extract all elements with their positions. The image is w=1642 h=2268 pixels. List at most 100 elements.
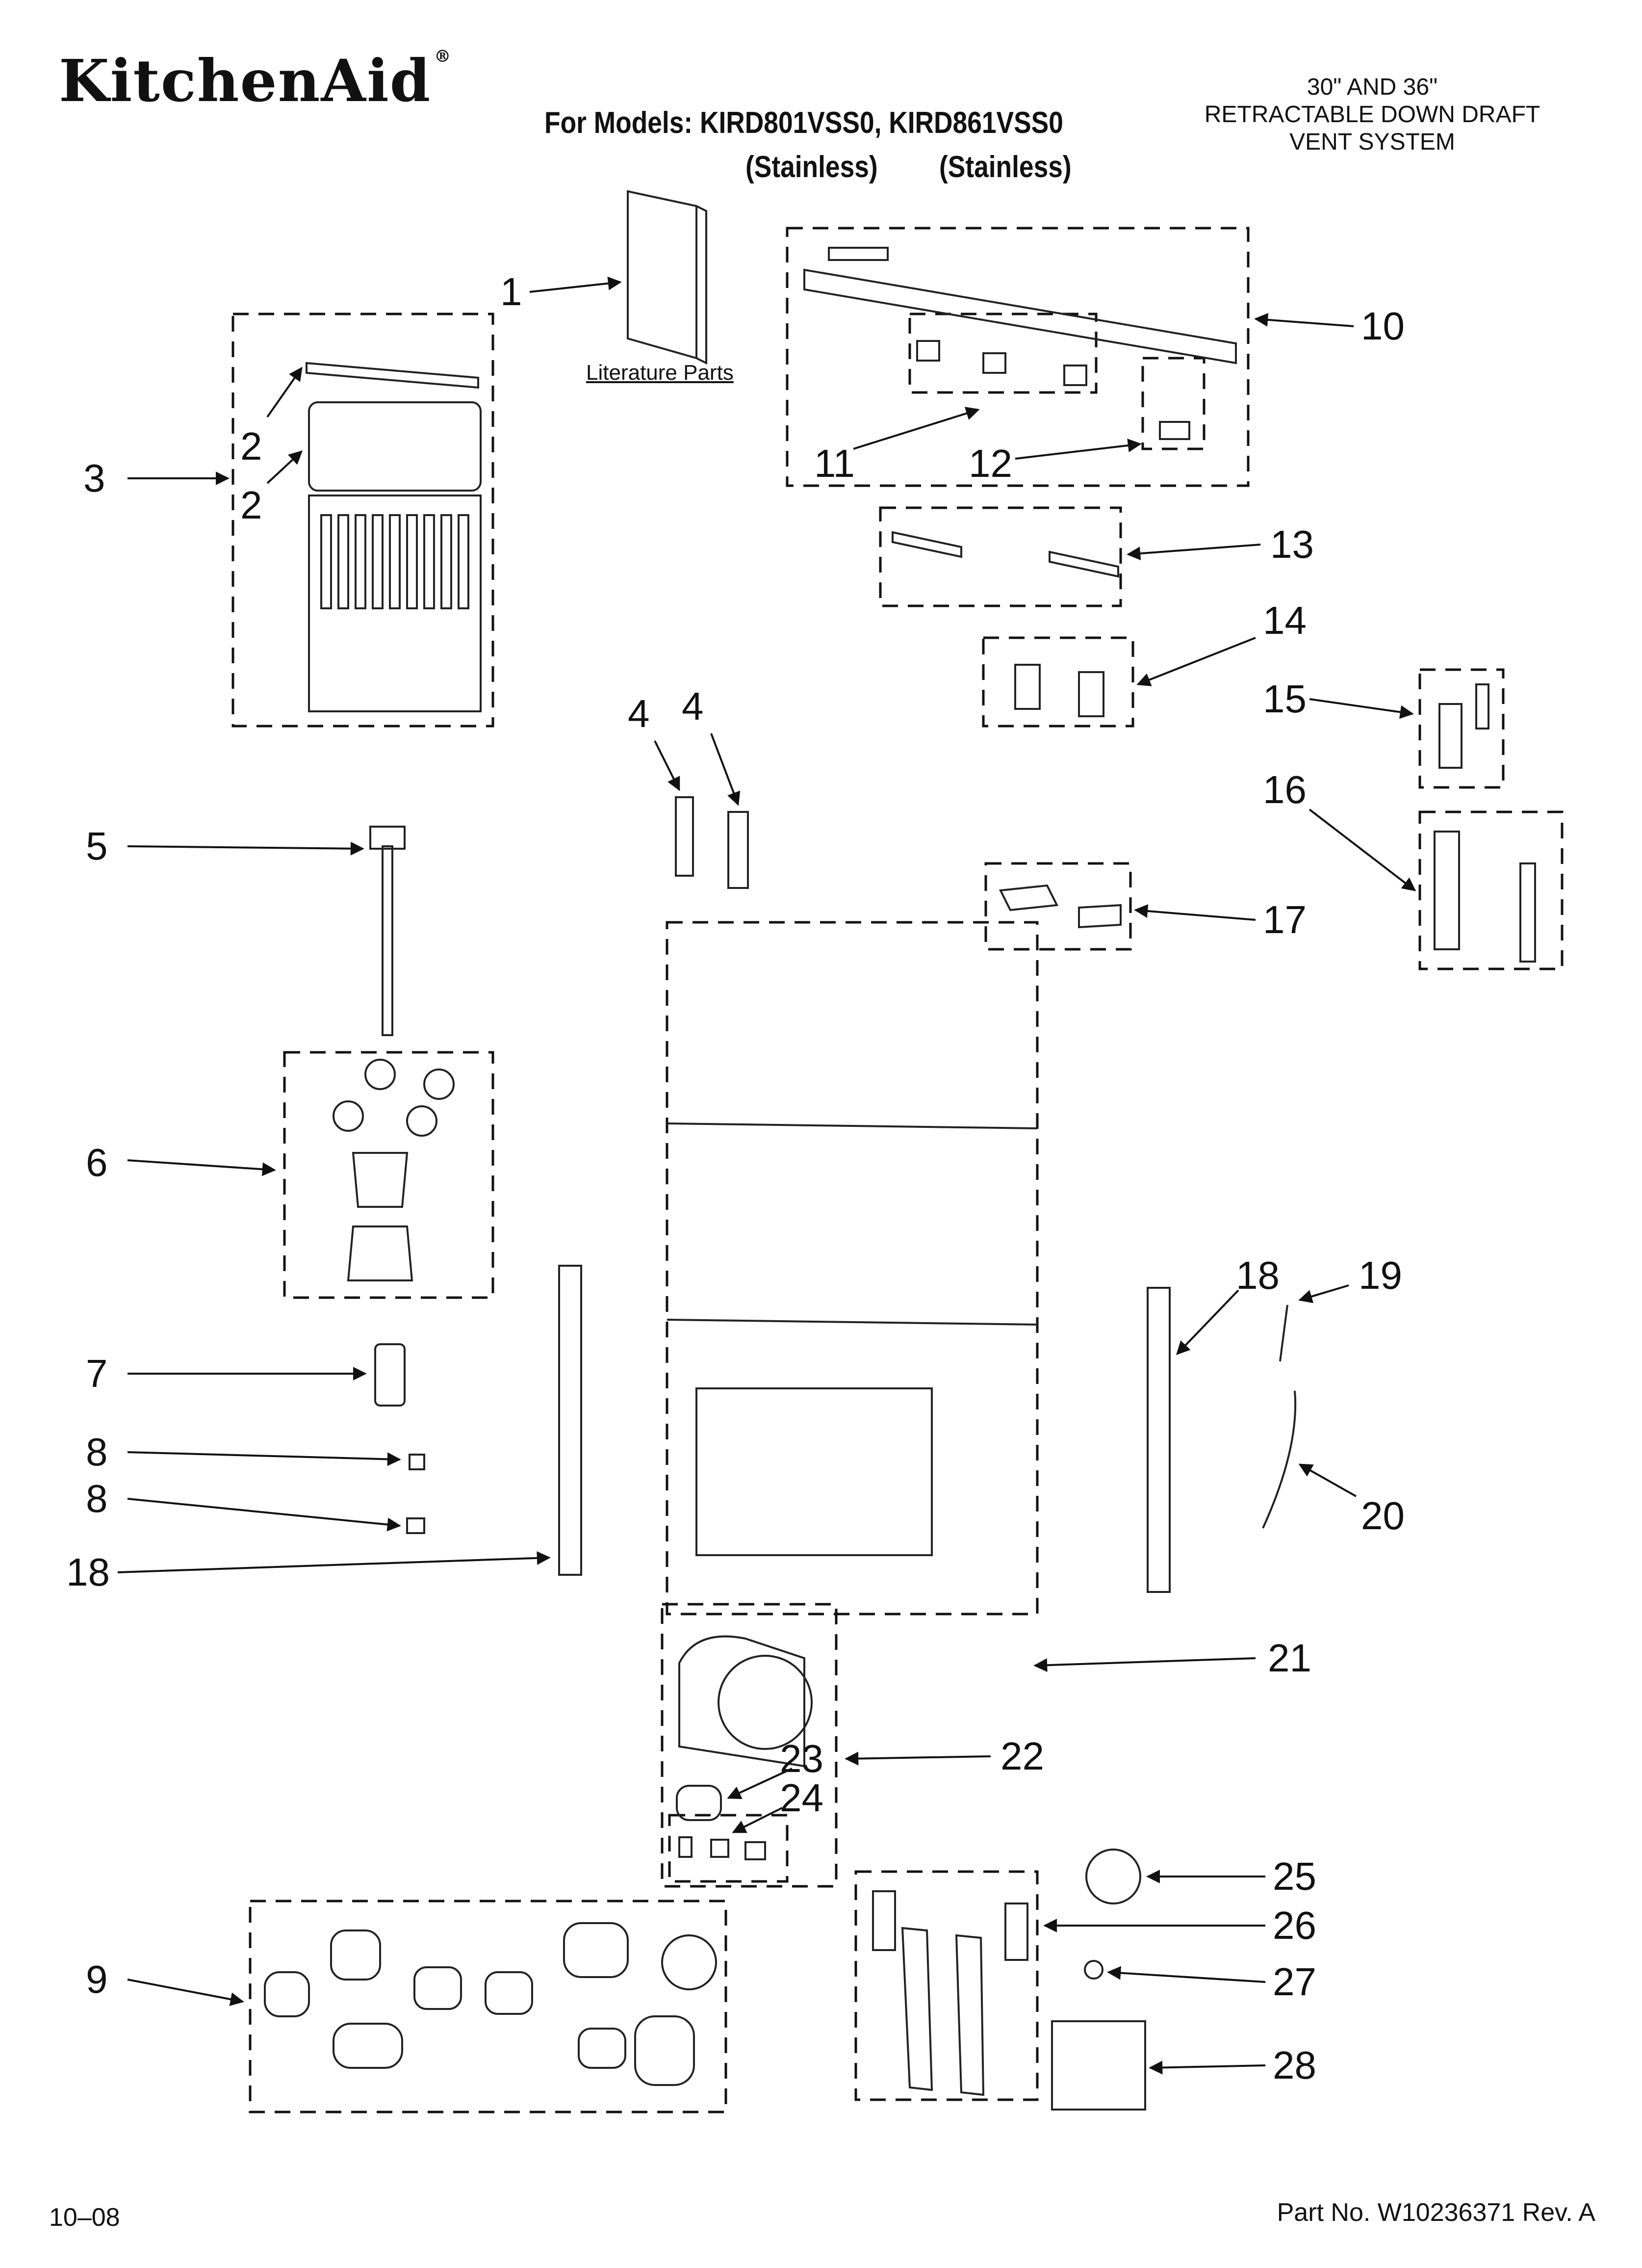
leader-4a [654, 740, 680, 791]
part-24-a [678, 1836, 693, 1858]
pad-17-b [1078, 904, 1122, 929]
callout-16: 16 [1263, 768, 1307, 811]
glass-panel [308, 401, 482, 492]
leader-22 [845, 1751, 991, 1766]
louver-panel [308, 495, 482, 712]
side-rail-left [558, 1265, 582, 1576]
bracket-26-b [1004, 1903, 1028, 1961]
group-box-13 [879, 506, 1122, 607]
hinge-15 [1438, 703, 1462, 769]
callout-1: 1 [500, 270, 522, 313]
louver-slots [320, 514, 469, 609]
callout-18b: 18 [1236, 1253, 1280, 1297]
pad-17-a [999, 884, 1059, 912]
lead-screw-head [369, 826, 406, 850]
callout-4b: 4 [682, 684, 704, 728]
clip-a [916, 340, 940, 362]
part-9-i [634, 2015, 695, 2086]
bracket-26-a [872, 1890, 896, 1951]
leader-8b [127, 1498, 401, 1532]
callout-12: 12 [969, 442, 1012, 485]
part-9-d [413, 1966, 462, 2010]
callout-4a: 4 [628, 692, 650, 735]
gear-a [364, 1059, 396, 1090]
leader-21 [1033, 1657, 1256, 1672]
part-24-c [744, 1841, 766, 1860]
leader-18a [117, 1551, 551, 1573]
top-cap [803, 268, 1237, 365]
leader-18b [1176, 1289, 1239, 1356]
registered-mark: ® [434, 47, 452, 66]
bracket-14-b [1078, 671, 1104, 717]
callout-6: 6 [86, 1141, 108, 1184]
callout-19: 19 [1359, 1253, 1402, 1297]
group-box-6 [283, 1051, 494, 1299]
leader-27 [1107, 1966, 1266, 1983]
leader-15 [1309, 698, 1414, 719]
group-box-14 [982, 636, 1134, 728]
callout-2b: 2 [240, 483, 262, 527]
callout-18a: 18 [66, 1550, 110, 1594]
clip-12 [1159, 421, 1190, 440]
callout-15: 15 [1263, 677, 1307, 721]
models-line: For Models: KIRD801VSS0, KIRD861VSS0 [544, 106, 1063, 140]
leader-9 [127, 1979, 244, 2007]
leader-20 [1298, 1463, 1357, 1497]
switch-8a [409, 1454, 425, 1470]
blower-wheel [718, 1655, 813, 1750]
bracket-26-c [901, 1927, 933, 2091]
callout-3: 3 [83, 456, 105, 500]
hinge-15-tab [1475, 683, 1489, 730]
gear-d [406, 1105, 437, 1137]
revision-date: 10–08 [49, 2203, 120, 2232]
gear-housing-b [347, 1225, 413, 1281]
part-9-h [661, 1934, 717, 1990]
group-box-11 [908, 313, 1098, 394]
callout-22: 22 [1001, 1734, 1044, 1778]
group-box-24 [668, 1814, 789, 1883]
group-box-17 [984, 862, 1132, 951]
rod-19 [1279, 1304, 1288, 1362]
literature-parts-label: Literature Parts [586, 361, 734, 385]
callout-8b: 8 [86, 1477, 108, 1520]
leader-1 [529, 276, 622, 293]
capacitor-23 [676, 1785, 722, 1821]
leader-2b [266, 450, 303, 484]
leader-24 [732, 1807, 783, 1833]
product-title-line-3: VENT SYSTEM [1289, 129, 1455, 155]
cap-switch [828, 247, 889, 261]
product-title: 30" AND 36" RETRACTABLE DOWN DRAFT VENT … [1152, 74, 1593, 156]
leader-5 [127, 841, 364, 856]
motor-7 [374, 1343, 406, 1407]
callout-21: 21 [1268, 1636, 1311, 1680]
leader-10 [1254, 313, 1354, 327]
side-rail-right [1147, 1287, 1171, 1593]
callout-7: 7 [86, 1352, 108, 1395]
gear-housing-a [352, 1152, 409, 1208]
group-box-15 [1418, 668, 1505, 789]
callout-9: 9 [86, 1957, 108, 2001]
leader-17 [1134, 904, 1256, 921]
leader-11 [853, 407, 980, 450]
lead-screw [382, 845, 393, 1036]
chassis-outline [666, 921, 1039, 1616]
leader-28 [1149, 2060, 1266, 2075]
callout-13: 13 [1270, 522, 1314, 566]
literature-booklet [627, 190, 707, 365]
leader-14 [1136, 637, 1256, 686]
part-9-b [330, 1929, 381, 1981]
part-9-e [485, 1971, 533, 2015]
part-9-f [563, 1922, 629, 1978]
part-number: Part No. W10236371 Rev. A [1277, 2198, 1595, 2227]
callout-24: 24 [780, 1776, 823, 1820]
finish-label-1: (Stainless) [745, 150, 878, 184]
product-title-line-1: 30" AND 36" [1307, 74, 1438, 100]
callout-27: 27 [1273, 1960, 1316, 2004]
callout-8a: 8 [86, 1430, 108, 1474]
part-9-g [578, 2028, 626, 2069]
group-box-16 [1418, 810, 1564, 970]
bracket-16-b [1519, 862, 1536, 963]
product-title-line-2: RETRACTABLE DOWN DRAFT [1204, 102, 1540, 128]
callout-5: 5 [86, 824, 108, 868]
leader-16 [1308, 808, 1416, 891]
